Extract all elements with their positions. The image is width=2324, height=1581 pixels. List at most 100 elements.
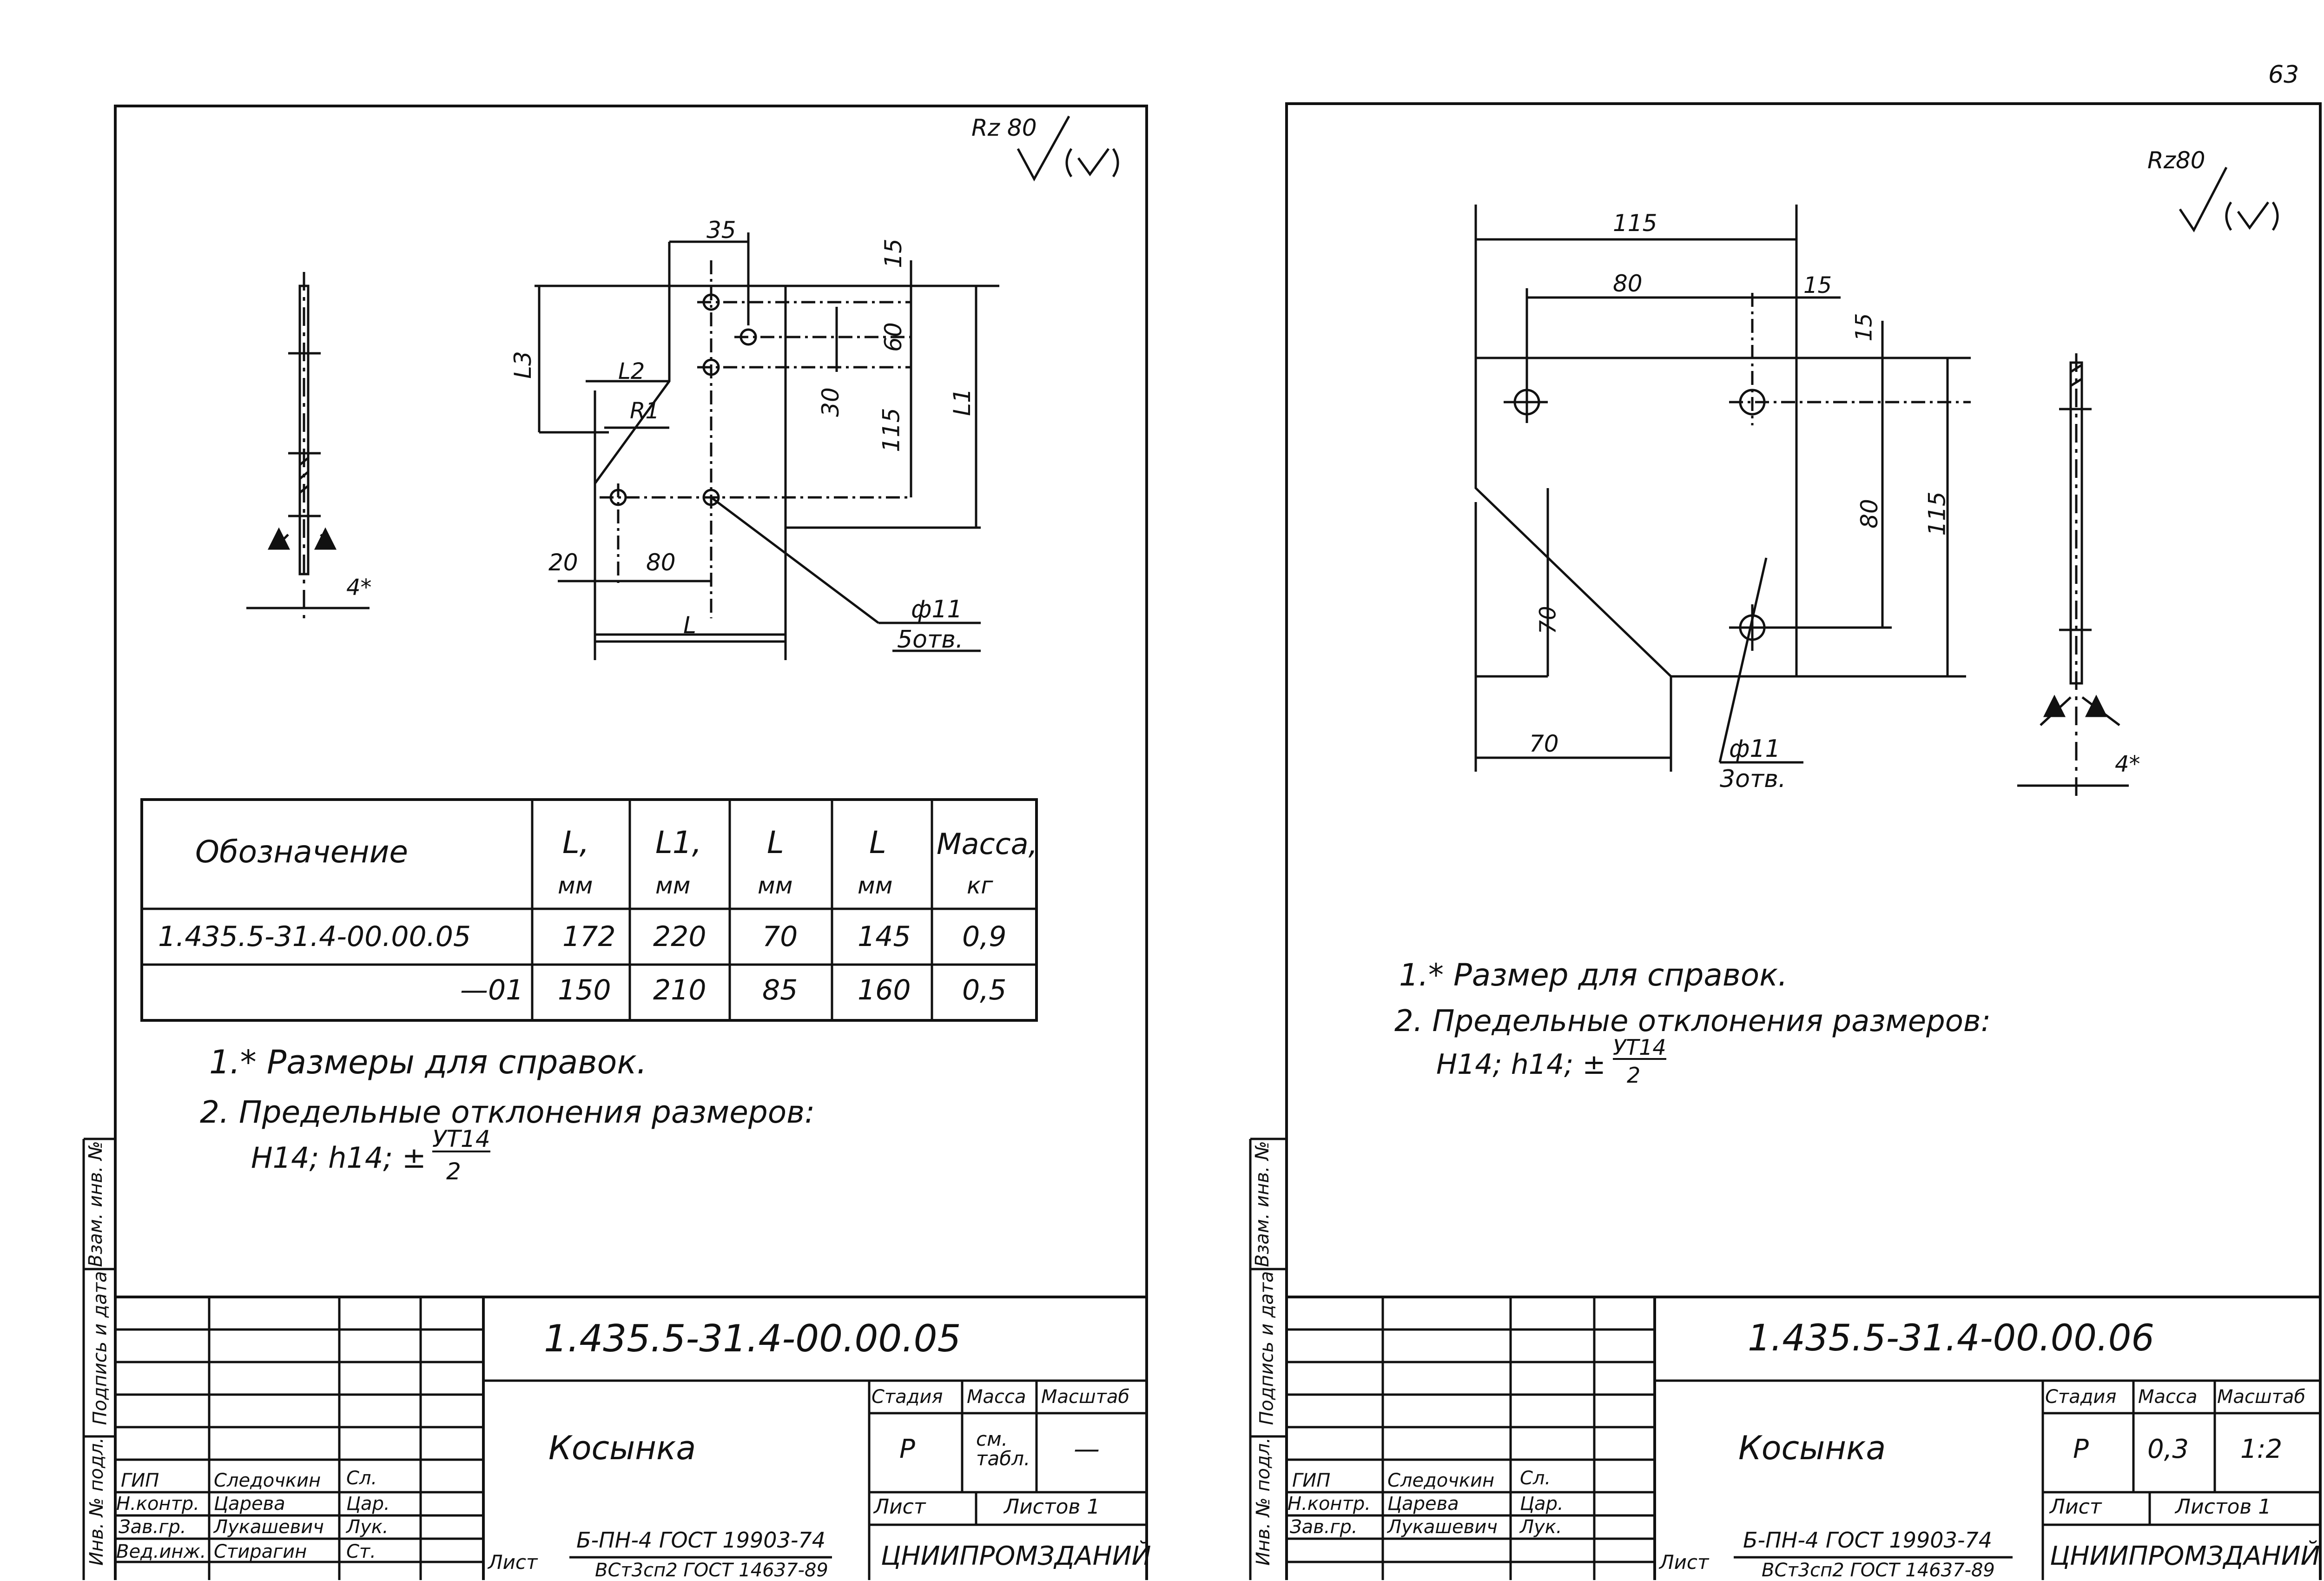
table-header-l: L,: [562, 825, 589, 860]
table-row-2-l3: 160: [858, 974, 911, 1006]
right-stamp-sheets: Листов 1: [2175, 1495, 2271, 1519]
table-row-2-l: 150: [558, 974, 611, 1006]
table-row-1-l1: 220: [653, 920, 706, 953]
left-person-2-role: Н.контр.: [116, 1493, 199, 1515]
left-roughness: Rz 80: [971, 114, 1037, 141]
left-person-1-role: ГИП: [121, 1470, 159, 1491]
right-stamp-org: ЦНИИПРОМЗДАНИЙ: [2050, 1541, 2320, 1571]
table-row-1-mass: 0,9: [962, 920, 1007, 953]
table-row-2-l1: 210: [653, 974, 706, 1006]
left-stamp-code: 1.435.5-31.4-00.00.05: [544, 1317, 961, 1360]
table-header-l1-unit: мм: [655, 872, 691, 899]
left-person-2-name: Царева: [214, 1493, 285, 1515]
table-header-designation: Обозначение: [195, 834, 408, 870]
left-stamp-sheet: Лист: [874, 1495, 926, 1519]
table-row-1-l2: 70: [762, 920, 798, 953]
table-header-l3-unit: мм: [858, 872, 893, 899]
right-stamp-scale: 1:2: [2240, 1434, 2283, 1464]
left-dim-80: 80: [646, 549, 676, 576]
right-person-2-sign: Цар.: [1520, 1493, 1564, 1515]
left-stamp-std1: Б-ПН-4 ГОСТ 19903-74: [576, 1528, 825, 1553]
left-note-3-prefix: H14; h14; ±: [251, 1141, 426, 1175]
left-stamp-col-stage: Стадия: [872, 1386, 943, 1408]
left-stamp-org: ЦНИИПРОМЗДАНИЙ: [881, 1541, 1151, 1571]
left-stamp-mass: см. табл.: [976, 1428, 1030, 1470]
right-side-label-sign: Подпись и дата: [1256, 1271, 1278, 1425]
right-stamp-col-stage: Стадия: [2045, 1386, 2117, 1408]
table-header-mass: Масса,: [937, 827, 1038, 861]
table-row-2-l2: 85: [762, 974, 798, 1006]
left-stamp-col-scale: Масштаб: [1041, 1386, 1130, 1408]
left-person-3-name: Лукашевич: [214, 1516, 324, 1538]
right-note-1: 1.* Размер для справок.: [1399, 957, 1788, 993]
table-header-l-unit: мм: [558, 872, 593, 899]
left-dim-20: 20: [548, 549, 578, 576]
left-hole-size: ф11: [911, 595, 963, 623]
right-dim-80-v: 80: [1855, 499, 1883, 529]
left-person-1-sign: Сл.: [346, 1468, 377, 1489]
right-roughness: Rz80: [2147, 147, 2205, 174]
left-note-2: 2. Предельные отклонения размеров:: [200, 1094, 815, 1130]
left-drawing-sheet: [114, 105, 1148, 1580]
right-person-3-sign: Лук.: [1520, 1516, 1562, 1538]
right-person-1-role: ГИП: [1292, 1470, 1331, 1491]
right-dim-70-v: 70: [1535, 606, 1561, 635]
right-note-3-prefix: H14; h14; ±: [1436, 1048, 1606, 1081]
right-stamp-col-scale: Масштаб: [2217, 1386, 2306, 1408]
right-dim-115-top: 115: [1613, 210, 1657, 237]
table-header-l2-unit: мм: [758, 872, 793, 899]
right-person-1-sign: Сл.: [1520, 1468, 1551, 1489]
left-person-4-sign: Ст.: [346, 1541, 376, 1562]
table-row-2-mass: 0,5: [962, 974, 1007, 1006]
left-person-1-name: Следочкин: [214, 1470, 321, 1491]
left-person-3-role: Зав.гр.: [119, 1516, 186, 1538]
left-stamp-col-mass: Масса: [967, 1386, 1026, 1408]
right-stamp-std1: Б-ПН-4 ГОСТ 19903-74: [1743, 1528, 1992, 1553]
right-dim-115-v: 115: [1923, 491, 1951, 536]
right-stamp-code: 1.435.5-31.4-00.00.06: [1748, 1317, 2155, 1359]
left-weld-size: 4*: [346, 575, 372, 601]
right-dim-80-top: 80: [1613, 270, 1643, 297]
right-person-1-name: Следочкин: [1387, 1470, 1495, 1491]
left-dim-l: L: [683, 612, 696, 639]
table-header-l1: L1,: [655, 825, 702, 860]
table-header-l3: L: [869, 825, 886, 860]
table-row-1-l: 172: [562, 920, 616, 953]
left-stamp-scale: —: [1074, 1434, 1100, 1464]
right-stamp-sheet-label: Лист: [1659, 1551, 1709, 1574]
table-row-1-designation: 1.435.5-31.4-00.00.05: [158, 920, 471, 953]
right-dim-70-h: 70: [1529, 730, 1559, 757]
left-dim-r1: R1: [630, 398, 660, 424]
right-dim-15-v: 15: [1851, 313, 1877, 342]
right-person-2-role: Н.контр.: [1287, 1493, 1371, 1515]
right-side-label-vzam: Взам. инв. №: [1251, 1141, 1273, 1267]
right-drawing-sheet: [1285, 102, 2322, 1580]
table-row-1-l3: 145: [858, 920, 911, 953]
right-holes-count: 3отв.: [1720, 765, 1786, 793]
left-dim-l2: L2: [618, 358, 645, 384]
right-weld-size: 4*: [2115, 751, 2140, 777]
left-stamp-sheets: Листов 1: [1004, 1495, 1100, 1519]
page-number: 63: [2268, 61, 2299, 89]
right-stamp-mass: 0,3: [2147, 1434, 2189, 1464]
right-person-3-role: Зав.гр.: [1290, 1516, 1358, 1538]
right-note-3-num: УТ14: [1613, 1035, 1666, 1060]
left-dim-35: 35: [706, 217, 736, 244]
left-stamp-title: Косынка: [548, 1429, 696, 1467]
left-holes-count: 5отв.: [897, 626, 964, 654]
right-stamp-title: Косынка: [1738, 1429, 1886, 1467]
left-stamp-std2: ВСт3сп2 ГОСТ 14637-89: [595, 1560, 828, 1581]
left-stamp-stage: Р: [899, 1434, 915, 1464]
table-row-2-designation: —01: [460, 974, 524, 1006]
right-dim-15-h: 15: [1803, 272, 1832, 298]
left-person-2-sign: Цар.: [346, 1493, 390, 1515]
table-header-mass-unit: кг: [967, 872, 993, 899]
right-person-3-name: Лукашевич: [1387, 1516, 1498, 1538]
left-person-4-role: Вед.инж.: [116, 1541, 206, 1562]
right-stamp-col-mass: Масса: [2138, 1386, 2198, 1408]
left-stamp-sheet-label: Лист: [488, 1551, 538, 1574]
right-side-label-inv: Инв. № подл.: [1252, 1437, 1274, 1566]
right-stamp-sheet: Лист: [2050, 1495, 2102, 1519]
left-person-3-sign: Лук.: [346, 1516, 389, 1538]
